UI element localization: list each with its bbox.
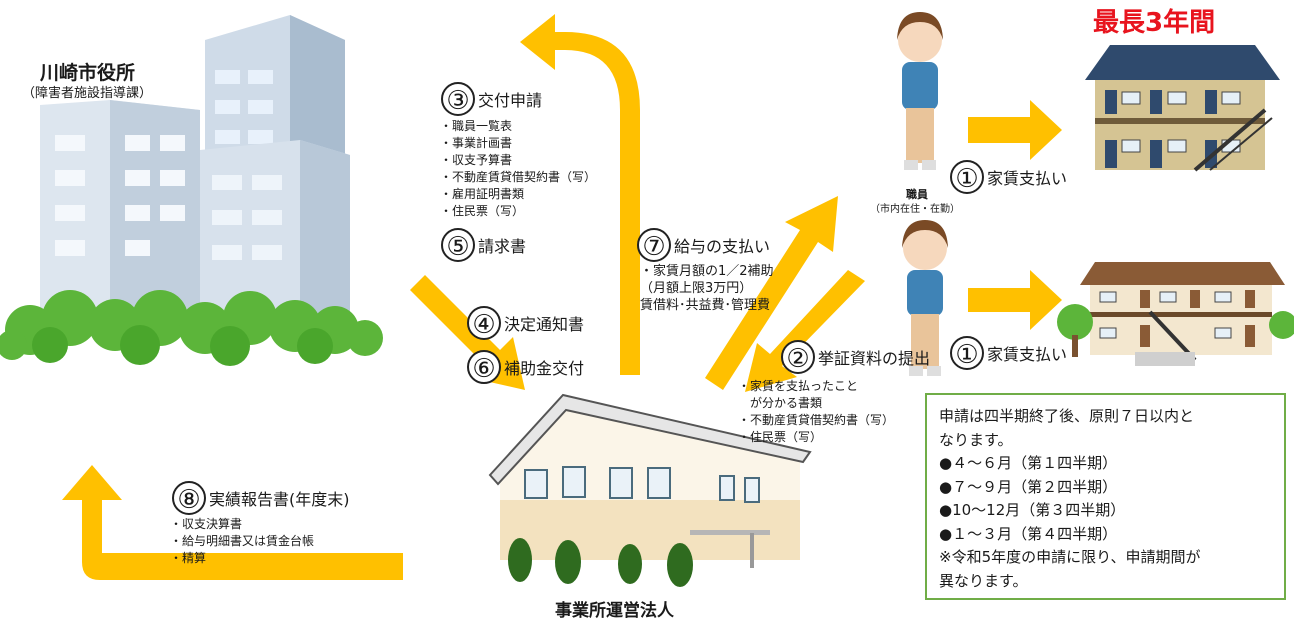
list-item: ・不動産賃貸借契約書（写）	[738, 413, 895, 427]
step2-number: ②	[781, 340, 815, 374]
application-period-notice: 申請は四半期終了後、原則７日以内と なります。 ●４～６月（第１四半期） ●７～…	[925, 393, 1286, 600]
report-arrow	[62, 465, 403, 580]
list-item: ・収支決算書	[170, 517, 243, 531]
rent-arrow-top	[968, 100, 1062, 160]
city-hall-building-icon	[0, 15, 383, 366]
list-item: ・住民票（写）	[738, 430, 823, 444]
notice-line: ●４～６月（第１四半期）	[939, 454, 1118, 472]
list-item: ・精算	[170, 551, 207, 565]
step8-items: ・収支決算書 ・給与明細書又は賃金台帳 ・精算	[170, 516, 314, 567]
step1-number: ①	[950, 160, 984, 194]
step8-label: 実績報告書(年度末)	[209, 490, 350, 509]
list-item: ・事業計画書	[440, 136, 513, 150]
notice-line: ※令和5年度の申請に限り、申請期間が	[939, 548, 1201, 566]
notice-line: 異なります。	[939, 571, 1028, 590]
step6-number: ⑥	[467, 350, 501, 384]
step4-number: ④	[467, 306, 501, 340]
step7-label: 給与の支払い	[674, 237, 771, 256]
list-item: （月額上限3万円）	[640, 281, 753, 296]
rent-arrow-bottom	[968, 270, 1062, 330]
corporation-name: 事業所運営法人	[555, 601, 674, 621]
city-office-name: 川崎市役所	[40, 62, 136, 84]
step3-items: ・職員一覧表 ・事業計画書 ・収支予算書 ・不動産賃貸借契約書（写） ・雇用証明…	[440, 118, 596, 220]
step5-label: 請求書	[478, 237, 527, 256]
step1-label: 家賃支払い	[987, 169, 1068, 188]
list-item: ・家賃を支払ったこと	[738, 379, 859, 393]
worker-person-icon	[902, 220, 948, 376]
list-item: ・雇用証明書類	[440, 187, 525, 201]
step2-label: 挙証資料の提出	[818, 349, 931, 368]
headline-duration: 最長3年間	[1093, 8, 1216, 38]
salary-arrow	[705, 196, 838, 390]
city-office-dept: （障害者施設指導課）	[22, 86, 153, 101]
step6-label: 補助金交付	[504, 359, 585, 378]
step2-items: ・家賃を支払ったこと が分かる書類 ・不動産賃貸借契約書（写） ・住民票（写）	[738, 378, 894, 446]
list-item: 賃借料･共益費･管理費	[640, 298, 771, 313]
notice-line: ●10～12月（第３四半期）	[939, 501, 1126, 519]
step1b-number: ①	[950, 336, 984, 370]
apartment-building-icon	[1057, 262, 1294, 366]
list-item: ・住民票（写）	[440, 204, 525, 218]
notice-line: ●７～９月（第２四半期）	[939, 477, 1118, 496]
step4-label: 決定通知書	[504, 315, 585, 334]
list-item: が分かる書類	[738, 396, 823, 410]
notice-line: ●１～３月（第４四半期）	[939, 524, 1118, 543]
apartment-building-icon	[1085, 45, 1280, 172]
step8-number: ⑧	[172, 481, 206, 515]
list-item: ・不動産賃貸借契約書（写）	[440, 170, 597, 184]
step1b-label: 家賃支払い	[987, 345, 1068, 364]
list-item: ・収支予算書	[440, 153, 513, 167]
office-house-icon	[488, 393, 812, 587]
evidence-arrow	[745, 270, 865, 392]
application-arrow	[520, 14, 640, 375]
worker-person-icon	[897, 12, 943, 170]
notice-line: 申請は四半期終了後、原則７日以内と	[939, 407, 1195, 425]
worker-sub: （市内在住・在勤）	[870, 204, 960, 215]
list-item: ・給与明細書又は賃金台帳	[170, 534, 315, 548]
step7-number: ⑦	[637, 228, 671, 262]
step7-items: ・家賃月額の1／2補助 （月額上限3万円） 賃借料･共益費･管理費	[640, 263, 774, 314]
list-item: ・職員一覧表	[440, 119, 513, 133]
step3-number: ③	[441, 82, 475, 116]
worker-label: 職員	[906, 188, 928, 201]
list-item: ・家賃月額の1／2補助	[640, 264, 774, 279]
step3-label: 交付申請	[478, 91, 543, 110]
notice-line: なります。	[939, 430, 1013, 449]
step5-number: ⑤	[441, 228, 475, 262]
